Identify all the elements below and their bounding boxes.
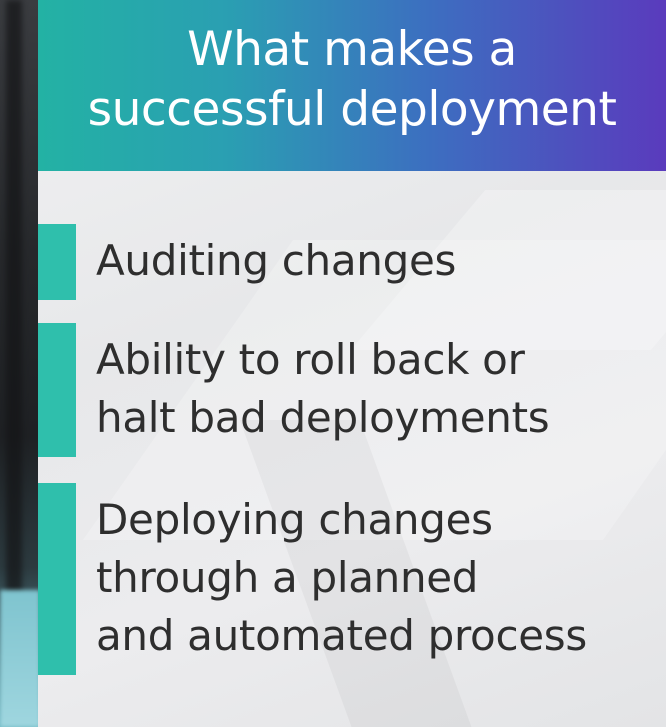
bullet-accent-bar	[38, 323, 76, 457]
background-light-stripe	[0, 590, 40, 727]
bullet-accent-bar	[38, 483, 76, 675]
slide-header: What makes a successful deployment	[38, 0, 666, 171]
bullet-list: Auditing changes Ability to roll back or…	[38, 0, 666, 727]
slide-card: What makes a successful deployment Audit…	[38, 0, 666, 727]
background-blur	[0, 0, 40, 727]
bullet-text: Deploying changes through a planned and …	[96, 491, 587, 665]
bullet-line: and automated process	[96, 611, 587, 660]
bullet-accent-bar	[38, 224, 76, 300]
slide-title-line-2: successful deployment	[87, 82, 617, 137]
bullet-text: Ability to roll back or halt bad deploym…	[96, 331, 550, 447]
bullet-line: through a planned	[96, 553, 479, 602]
bullet-line: Ability to roll back or	[96, 335, 525, 384]
bullet-line: Auditing changes	[96, 236, 457, 285]
slide-title-line-1: What makes a	[187, 22, 517, 77]
background-dark-stripe	[6, 0, 22, 600]
bullet-text: Auditing changes	[96, 232, 456, 290]
bullet-line: Deploying changes	[96, 495, 493, 544]
bullet-line: halt bad deployments	[96, 393, 550, 442]
slide-title: What makes a successful deployment	[38, 20, 666, 140]
